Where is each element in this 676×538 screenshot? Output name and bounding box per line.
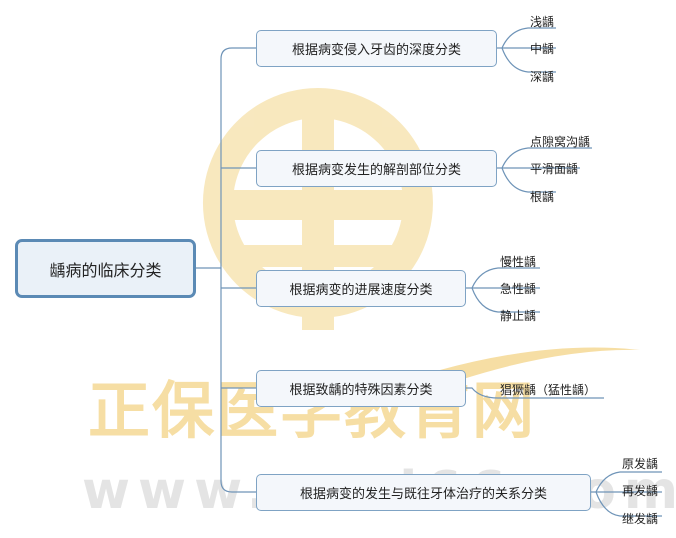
leaf-medium-caries[interactable]: 中龋 [530, 42, 555, 56]
watermark-emblem [202, 88, 433, 330]
connector-trunk [220, 47, 256, 493]
branch-node-anatomic-site[interactable]: 根据病变发生的解剖部位分类 [256, 150, 497, 187]
leaf-arrested-caries[interactable]: 静止龋 [500, 309, 537, 323]
leaf-primary-caries[interactable]: 原发龋 [622, 457, 659, 471]
branch-node-special-factor[interactable]: 根据致龋的特殊因素分类 [256, 370, 466, 407]
connectors [196, 27, 662, 517]
leaf-recurrent-caries[interactable]: 再发龋 [622, 484, 659, 498]
leaf-root-caries[interactable]: 根龋 [530, 190, 555, 204]
leaf-rampant-caries[interactable]: 猖獗龋（猛性龋） [500, 383, 597, 397]
branch-node-label: 根据病变的发生与既往牙体治疗的关系分类 [299, 487, 547, 502]
branch-node-label: 根据病变的进展速度分类 [289, 283, 433, 298]
branch-node-label: 根据致龋的特殊因素分类 [289, 383, 433, 398]
leaf-pit-fissure-caries[interactable]: 点隙窝沟龋 [530, 135, 591, 149]
leaf-secondary-caries[interactable]: 继发龋 [622, 512, 659, 526]
branch-node-treatment-relation[interactable]: 根据病变的发生与既往牙体治疗的关系分类 [256, 474, 591, 511]
branch-node-label: 根据病变侵入牙齿的深度分类 [291, 43, 461, 58]
leaf-shallow-caries[interactable]: 浅龋 [530, 15, 555, 29]
connector-leaves-2 [497, 147, 592, 193]
connector-leaves-4 [466, 387, 604, 399]
connector-leaves-3 [466, 267, 540, 313]
root-node-label: 龋病的临床分类 [49, 260, 162, 280]
leaf-deep-caries[interactable]: 深龋 [530, 70, 555, 84]
root-node[interactable]: 龋病的临床分类 [15, 239, 196, 298]
connector-leaves-1 [497, 27, 556, 73]
branch-node-progress-speed[interactable]: 根据病变的进展速度分类 [256, 270, 466, 307]
branch-node-label: 根据病变发生的解剖部位分类 [291, 163, 461, 178]
leaf-chronic-caries[interactable]: 慢性龋 [500, 255, 537, 269]
branch-node-depth[interactable]: 根据病变侵入牙齿的深度分类 [256, 30, 497, 67]
leaf-acute-caries[interactable]: 急性龋 [500, 282, 537, 296]
leaf-smooth-surface-caries[interactable]: 平滑面龋 [530, 162, 579, 176]
connector-leaves-5 [591, 471, 662, 517]
